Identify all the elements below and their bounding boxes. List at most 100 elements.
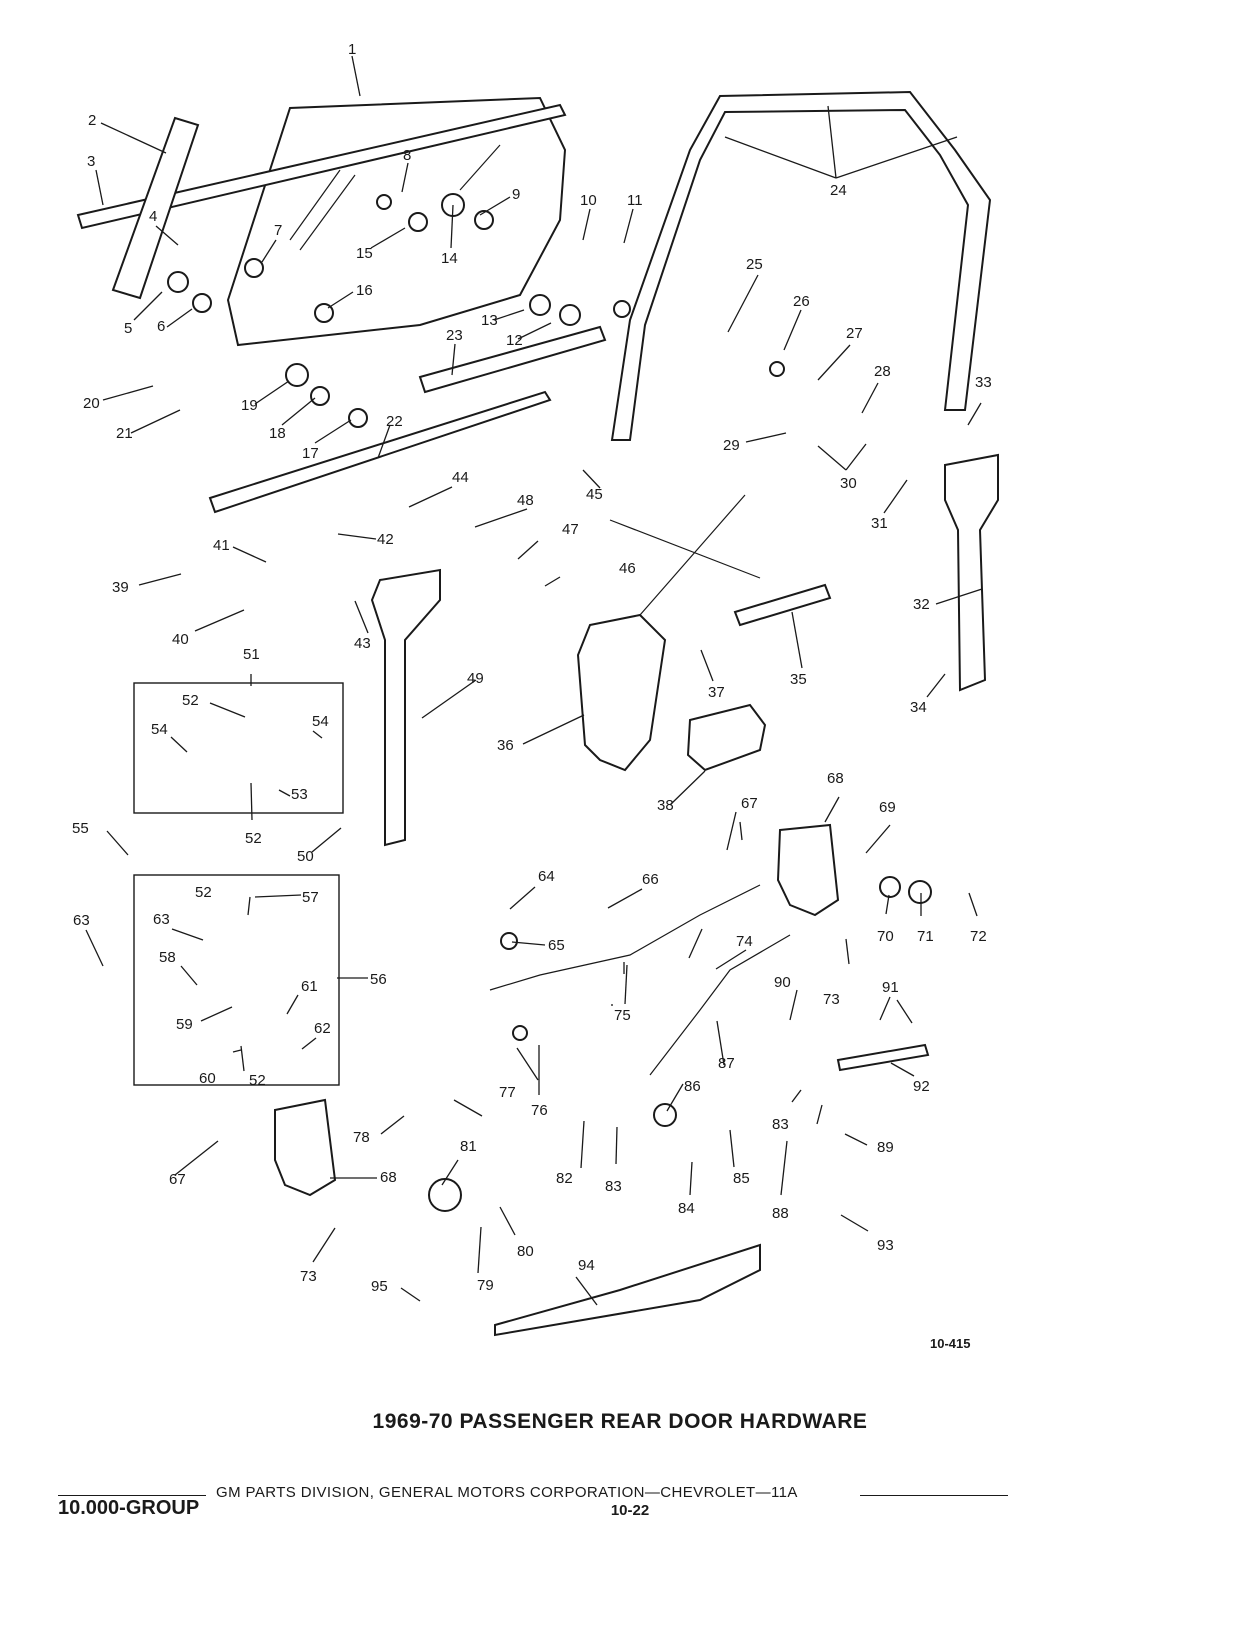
callout-76: 76 [531,1102,548,1119]
callout-52a: 52 [182,692,199,709]
callout-68a: 68 [827,770,844,787]
callout-63a: 63 [73,912,90,929]
callout-24: 24 [830,182,847,199]
callout-43: 43 [354,635,371,652]
callout-83b: 83 [772,1116,789,1133]
callout-80: 80 [517,1243,534,1260]
callout-32: 32 [913,596,930,613]
callout-86: 86 [684,1078,701,1095]
door-latch-upper [776,823,840,917]
callout-39: 39 [112,579,129,596]
callout-48: 48 [517,492,534,509]
callout-79: 79 [477,1277,494,1294]
callout-38: 38 [657,797,674,814]
callout-36: 36 [497,737,514,754]
callout-69: 69 [879,799,896,816]
callout-1: 1 [348,41,356,58]
rear-guide [944,453,999,692]
rear-channel [111,116,200,300]
callout-60: 60 [199,1070,216,1087]
door-glass [226,96,567,347]
callout-81: 81 [460,1138,477,1155]
callout-41: 41 [213,537,230,554]
callout-68b: 68 [380,1169,397,1186]
parts-artwork [76,90,999,1337]
callout-4: 4 [149,208,157,225]
callout-31: 31 [871,515,888,532]
callout-50: 50 [297,848,314,865]
callout-70: 70 [877,928,894,945]
callout-35: 35 [790,671,807,688]
callout-44: 44 [452,469,469,486]
door-latch-lower [274,1098,337,1197]
callout-57: 57 [302,889,319,906]
detail-box-56 [133,874,340,1086]
callout-18: 18 [269,425,286,442]
callout-46: 46 [619,560,636,577]
callout-65: 65 [548,937,565,954]
callout-20: 20 [83,395,100,412]
callout-82: 82 [556,1170,573,1187]
footer-rule-left [58,1495,206,1496]
callout-13: 13 [481,312,498,329]
callout-61: 61 [301,978,318,995]
callout-26: 26 [793,293,810,310]
callout-11: 11 [627,192,643,209]
callout-88: 88 [772,1205,789,1222]
callout-90: 90 [774,974,791,991]
callout-91: 91 [882,979,899,996]
callout-51: 51 [243,646,260,663]
callout-10: 10 [580,192,597,209]
inside-handle-rod [649,934,791,1076]
callout-67a: 67 [741,795,758,812]
callout-62: 62 [314,1020,331,1037]
footer-publisher: GM PARTS DIVISION, GENERAL MOTORS CORPOR… [216,1484,798,1501]
figure-number: 10-415 [930,1336,971,1351]
callout-92: 92 [913,1078,930,1095]
spring-rod [836,1043,930,1072]
callout-3: 3 [87,153,95,170]
callout-59: 59 [176,1016,193,1033]
callout-54b: 54 [312,713,329,730]
callout-7: 7 [274,222,282,239]
callout-56: 56 [370,971,387,988]
callout-64: 64 [538,868,555,885]
page-number: 10-22 [610,1502,650,1519]
callout-40: 40 [172,631,189,648]
callout-53: 53 [291,786,308,803]
callout-47: 47 [562,521,579,538]
callout-5: 5 [124,320,132,337]
callout-16: 16 [356,282,373,299]
callout-42: 42 [377,531,394,548]
group-number: 10.000-GROUP [58,1497,200,1519]
callout-72: 72 [970,928,987,945]
callout-23: 23 [446,327,463,344]
callout-67b: 67 [169,1171,186,1188]
callout-93: 93 [877,1237,894,1254]
callout-58: 58 [159,949,176,966]
callout-14: 14 [441,250,458,267]
callout-15: 15 [356,245,373,262]
callout-78: 78 [353,1129,370,1146]
inside-lock-rod [489,884,761,991]
leader-lines [85,55,983,1306]
lower-panel [494,1243,761,1337]
callout-85: 85 [733,1170,750,1187]
callout-45: 45 [586,486,603,503]
callout-71: 71 [917,928,934,945]
callout-34: 34 [910,699,927,716]
callout-6: 6 [157,318,165,335]
callout-84: 84 [678,1200,695,1217]
callout-8: 8 [403,147,411,164]
callout-25: 25 [746,256,763,273]
callout-27: 27 [846,325,863,342]
footer-rule-right [860,1495,1008,1496]
callout-74: 74 [736,933,753,950]
window-regulator [576,613,667,772]
callout-numbers: 1 2 3 4 5 6 7 8 9 10 11 12 13 14 15 16 1… [72,41,992,1295]
callout-33: 33 [975,374,992,391]
callout-73b: 73 [300,1268,317,1285]
callout-52d: 52 [249,1072,266,1089]
callout-37: 37 [708,684,725,701]
